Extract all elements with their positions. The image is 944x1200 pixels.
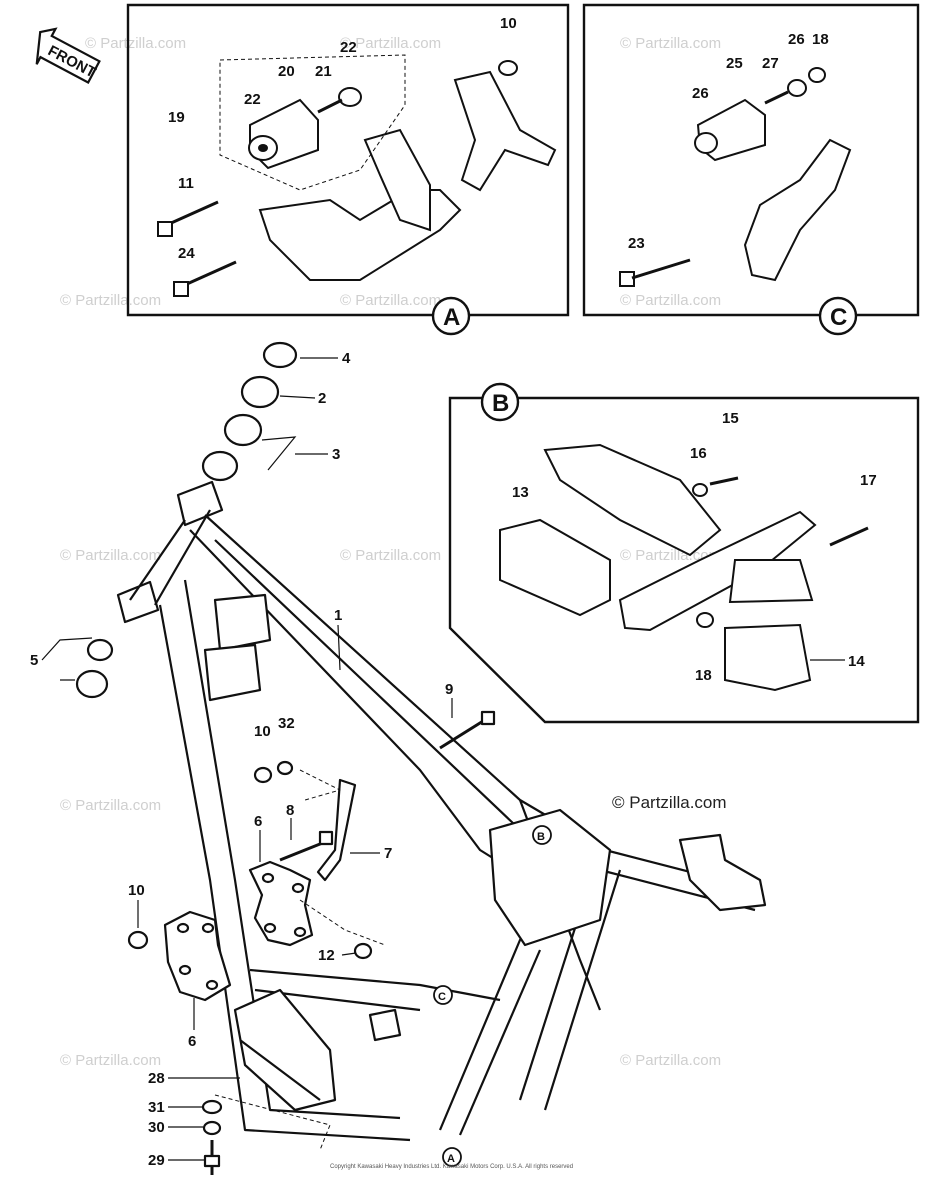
panel-a: A 10 22 20 21 19 22 11 24 (126, 3, 570, 336)
panel-c: C 26 18 25 27 26 23 (582, 3, 920, 336)
frame-refs: B C A (433, 825, 552, 1167)
watermark: © Partzilla.com (60, 797, 161, 814)
callout-9: 9 (445, 681, 453, 698)
panel-b: B 15 16 13 17 18 14 (448, 382, 920, 724)
panel-b-marker (480, 382, 520, 422)
callout-23: 23 (628, 235, 645, 252)
copyright-text: © Partzilla.com (612, 793, 727, 812)
callout-11: 11 (178, 175, 194, 192)
callout-12: 12 (318, 947, 335, 964)
callout-20: 20 (278, 63, 295, 80)
panel-a-letter: A (443, 304, 460, 331)
callout-30: 30 (148, 1119, 165, 1136)
watermark: © Partzilla.com (60, 547, 161, 564)
callout-32: 32 (278, 715, 295, 732)
main-callouts: 4 2 3 1 5 9 10 32 8 6 7 10 12 6 28 31 30… (30, 350, 453, 1169)
panel-c-marker (818, 296, 858, 336)
callout-21: 21 (315, 63, 332, 80)
watermark: © Partzilla.com (340, 35, 441, 52)
watermark: © Partzilla.com (60, 292, 161, 309)
callout-29: 29 (148, 1152, 165, 1169)
panel-b-letter: B (492, 390, 509, 417)
callout-22: 22 (340, 39, 357, 56)
fine-print: Copyright Kawasaki Heavy Industries Ltd.… (330, 1164, 573, 1170)
watermark: © Partzilla.com (340, 292, 441, 309)
watermark: © Partzilla.com (620, 1052, 721, 1069)
callout-18: 18 (812, 31, 829, 48)
front-arrow: FRONT (35, 27, 101, 84)
callout-5: 5 (30, 652, 38, 669)
callout-19: 19 (168, 109, 185, 126)
watermark: © Partzilla.com (620, 292, 721, 309)
panel-c-letter: C (830, 304, 847, 331)
callout-6: 6 (188, 1033, 196, 1050)
watermark: © Partzilla.com (60, 1052, 161, 1069)
callout-13: 13 (512, 484, 529, 501)
callout-3: 3 (332, 446, 340, 463)
watermark: © Partzilla.com (85, 35, 186, 52)
callout-22: 22 (244, 91, 261, 108)
watermark: © Partzilla.com (340, 547, 441, 564)
callout-24: 24 (178, 245, 195, 262)
callout-25: 25 (726, 55, 743, 72)
watermark: © Partzilla.com (620, 35, 721, 52)
callout-10: 10 (500, 15, 517, 32)
callout-18: 18 (695, 667, 712, 684)
frame-ref-b: B (537, 831, 545, 843)
callout-10: 10 (254, 723, 271, 740)
callout-10: 10 (128, 882, 145, 899)
callout-28: 28 (148, 1070, 165, 1087)
callout-27: 27 (762, 55, 779, 72)
callout-31: 31 (148, 1099, 165, 1116)
callout-2: 2 (318, 390, 326, 407)
callout-4: 4 (342, 350, 351, 367)
watermarks: © Partzilla.com © Partzilla.com © Partzi… (60, 35, 721, 1069)
callout-14: 14 (848, 653, 865, 670)
frame-drawing (75, 341, 767, 1175)
frame-ref-c: C (438, 991, 446, 1003)
callout-16: 16 (690, 445, 707, 462)
callout-26: 26 (692, 85, 709, 102)
callout-8: 8 (286, 802, 294, 819)
callout-7: 7 (384, 845, 392, 862)
callout-6: 6 (254, 813, 262, 830)
callout-26: 26 (788, 31, 805, 48)
callout-15: 15 (722, 410, 739, 427)
callout-17: 17 (860, 472, 877, 489)
frame-ref-a: A (447, 1153, 455, 1165)
callout-1: 1 (334, 607, 342, 624)
panel-a-marker (431, 296, 471, 336)
